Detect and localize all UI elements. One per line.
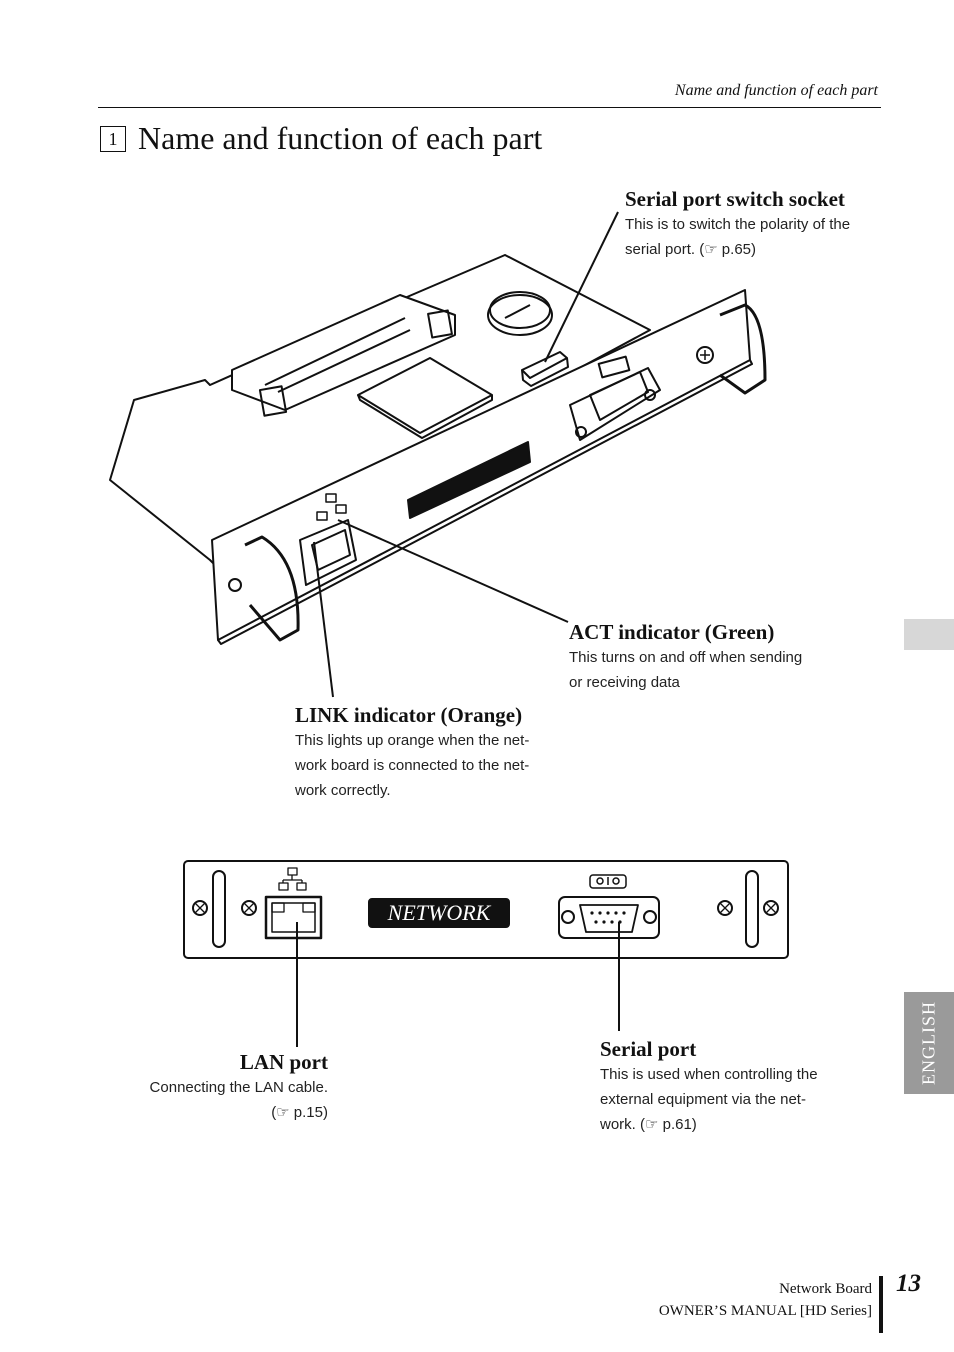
running-header: Name and function of each part (674, 82, 878, 99)
leader-act (337, 519, 569, 623)
lan-port-3d (299, 519, 357, 586)
callout-serial-switch: Serial port switch socket This is to swi… (625, 186, 850, 262)
leader-serial-switch (544, 211, 619, 363)
callout-serial: Serial port This is used when controllin… (600, 1036, 818, 1137)
callout-desc: external equipment via the net- (600, 1091, 806, 1108)
lan-port (264, 895, 323, 940)
side-tab-english: ENGLISH (904, 992, 954, 1094)
callout-act: ACT indicator (Green) This turns on and … (569, 619, 802, 695)
footer-line1: Network Board (779, 1281, 872, 1297)
header-rule (98, 107, 881, 108)
page-title: Name and function of each part (138, 120, 543, 156)
callout-desc: This turns on and off when sending (569, 649, 803, 666)
callout-desc: work correctly. (295, 782, 391, 799)
callout-lan: LAN port Connecting the LAN cable. (☞ p.… (150, 1049, 328, 1125)
callout-title: Serial port switch socket (625, 187, 845, 211)
leader-link (313, 541, 334, 698)
handle-left (244, 535, 300, 642)
network-plate (407, 441, 531, 519)
callout-desc: work board is connected to the net- (295, 757, 530, 774)
footer-line2: OWNER’S MANUAL [HD Series] (658, 1303, 872, 1319)
serial-port (558, 896, 660, 939)
callout-title: ACT indicator (Green) (569, 620, 775, 644)
callout-desc: or receiving data (569, 674, 680, 691)
callout-desc: work. (☞ p.61) (600, 1116, 697, 1133)
footer-bar (879, 1276, 883, 1333)
callout-desc: This is used when controlling the (600, 1066, 818, 1083)
screw-icon (696, 346, 714, 364)
callout-desc: This is to switch the polarity of the (625, 216, 851, 233)
callout-title: LINK indicator (Orange) (295, 703, 523, 727)
callout-desc: Connecting the LAN cable. (149, 1079, 328, 1096)
board-connector (231, 294, 456, 411)
side-tab-marker (904, 619, 954, 650)
callout-desc: serial port. (☞ p.65) (625, 241, 756, 258)
callout-link: LINK indicator (Orange) This lights up o… (295, 702, 529, 803)
section-number: 1 (100, 125, 126, 152)
network-plate-front (368, 898, 510, 928)
page-number: 13 (896, 1270, 921, 1297)
footer: Network Board OWNER’S MANUAL [HD Series] (659, 1278, 872, 1322)
serial-icon (589, 874, 627, 889)
network-label-front: NETWORK (387, 900, 491, 925)
battery (487, 294, 553, 336)
callout-desc: (☞ p.15) (271, 1104, 328, 1121)
callout-desc: This lights up orange when the net- (295, 732, 530, 749)
handle-right (719, 303, 767, 395)
network-icon (278, 867, 307, 891)
callout-title: Serial port (600, 1037, 697, 1061)
callout-title: LAN port (239, 1050, 328, 1074)
side-tab-label: ENGLISH (918, 1001, 939, 1085)
section-heading: 1 Name and function of each part (100, 120, 542, 157)
